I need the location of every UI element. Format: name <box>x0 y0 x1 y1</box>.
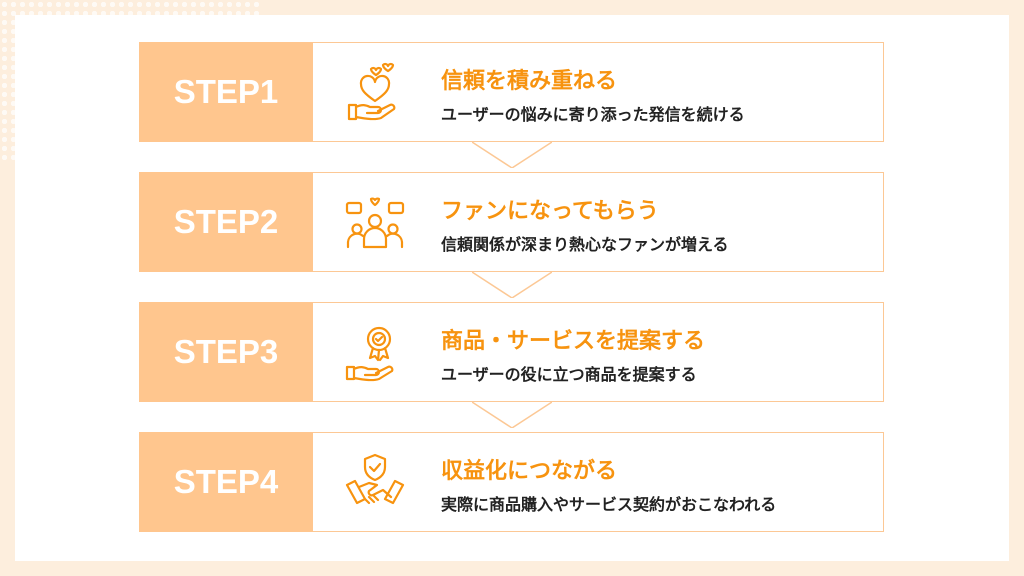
step-row-3: STEP3 商品・サービスを提案する ユーザーの役に立つ商品を提案する <box>139 302 885 402</box>
step-content: 商品・サービスを提案する ユーザーの役に立つ商品を提案する <box>313 302 884 402</box>
step-label: STEP3 <box>139 302 313 402</box>
step-row-4: STEP4 収益化につながる 実際に商品購入やサービス契約がおこなわれる <box>139 432 885 532</box>
fans-group-icon <box>345 197 405 249</box>
step-title: ファンになってもらう <box>441 199 659 224</box>
step-row-2: STEP2 ファンになってもらう 信頼関係が深まり熱心なファンが増える <box>139 172 885 272</box>
step-content: 信頼を積み重ねる ユーザーの悩みに寄り添った発信を続ける <box>313 42 884 142</box>
badge-hand-icon <box>345 326 394 382</box>
step-label: STEP2 <box>139 172 313 272</box>
step-description: 信頼関係が深まり熱心なファンが増える <box>441 235 729 254</box>
step-label: STEP1 <box>139 42 313 142</box>
step-title: 収益化につながる <box>441 459 618 484</box>
step-description: ユーザーの悩みに寄り添った発信を続ける <box>441 105 745 124</box>
step-row-1: STEP1 信頼を積み重ねる ユーザーの悩みに寄り添った発信を続ける <box>139 42 885 142</box>
down-arrow-icon <box>472 272 552 298</box>
step-description: ユーザーの役に立つ商品を提案する <box>441 365 697 384</box>
down-arrow-icon <box>472 402 552 428</box>
down-arrow-icon <box>472 142 552 168</box>
step-title: 信頼を積み重ねる <box>441 69 618 94</box>
step-content: 収益化につながる 実際に商品購入やサービス契約がおこなわれる <box>313 432 884 532</box>
heart-hand-icon <box>347 62 396 121</box>
handshake-shield-icon <box>345 453 405 505</box>
step-content: ファンになってもらう 信頼関係が深まり熱心なファンが増える <box>313 172 884 272</box>
step-label: STEP4 <box>139 432 313 532</box>
step-description: 実際に商品購入やサービス契約がおこなわれる <box>441 495 777 514</box>
step-title: 商品・サービスを提案する <box>441 329 706 354</box>
